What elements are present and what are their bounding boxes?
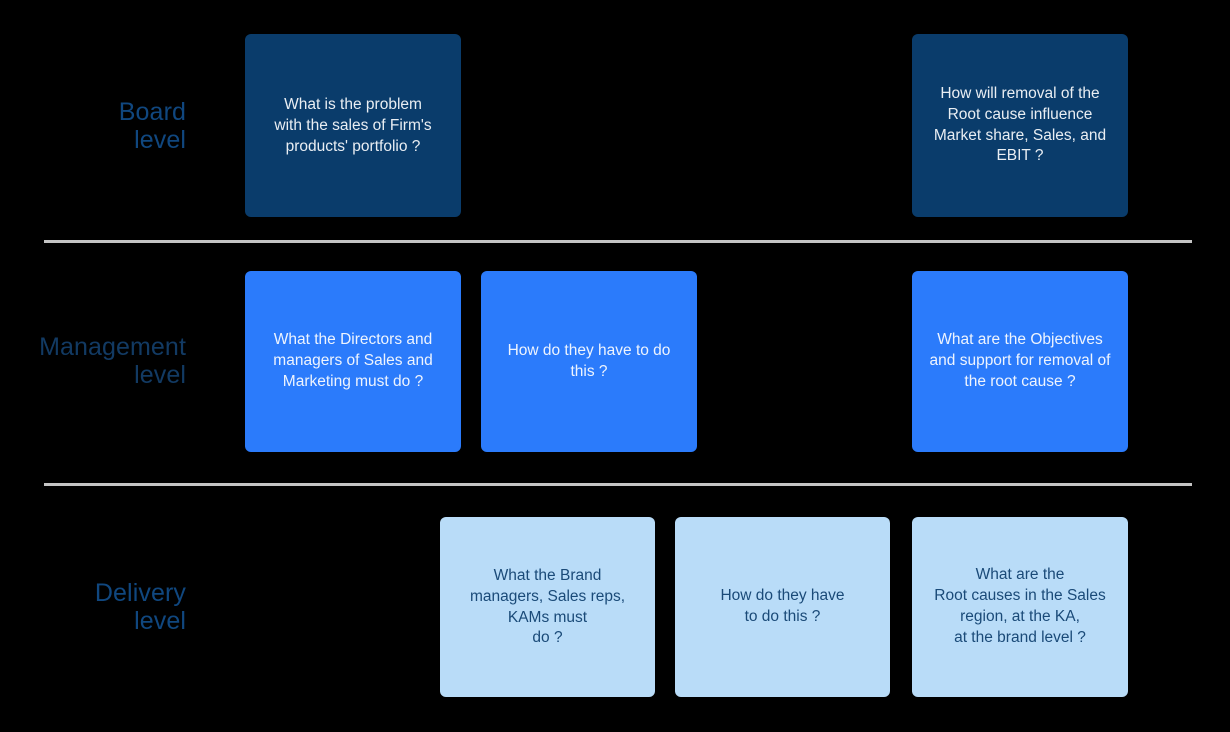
card-delivery-how-to-do[interactable]: How do they have to do this ? (675, 517, 890, 697)
card-delivery-root-causes[interactable]: What are the Root causes in the Sales re… (912, 517, 1128, 697)
band-divider-management-delivery (44, 483, 1192, 486)
card-management-objectives[interactable]: What are the Objectives and support for … (912, 271, 1128, 452)
band-label-management: Management level (39, 333, 186, 389)
card-management-what-to-do[interactable]: What the Directors and managers of Sales… (245, 271, 461, 452)
card-board-problem-statement[interactable]: What is the problem with the sales of Fi… (245, 34, 461, 217)
band-label-board: Board level (118, 98, 186, 154)
card-board-problem-statement-text: What is the problem with the sales of Fi… (274, 96, 432, 155)
card-management-how-to-do[interactable]: How do they have to do this ? (481, 271, 697, 452)
band-label-delivery: Delivery level (94, 579, 186, 635)
card-management-objectives-text: What are the Objectives and support for … (929, 331, 1111, 390)
card-delivery-root-causes-text: What are the Root causes in the Sales re… (934, 566, 1106, 646)
card-board-impact-question-text: How will removal of the Root cause influ… (933, 84, 1107, 165)
card-board-impact-question[interactable]: How will removal of the Root cause influ… (912, 34, 1128, 217)
card-management-what-to-do-text: What the Directors and managers of Sales… (273, 331, 433, 390)
card-delivery-what-to-do-text: What the Brand managers, Sales reps, KAM… (469, 567, 626, 647)
card-delivery-what-to-do[interactable]: What the Brand managers, Sales reps, KAM… (440, 517, 655, 697)
card-delivery-how-to-do-text: How do they have to do this ? (720, 587, 845, 625)
band-divider-board-management (44, 240, 1192, 243)
card-management-how-to-do-text: How do they have to do this ? (507, 341, 671, 380)
